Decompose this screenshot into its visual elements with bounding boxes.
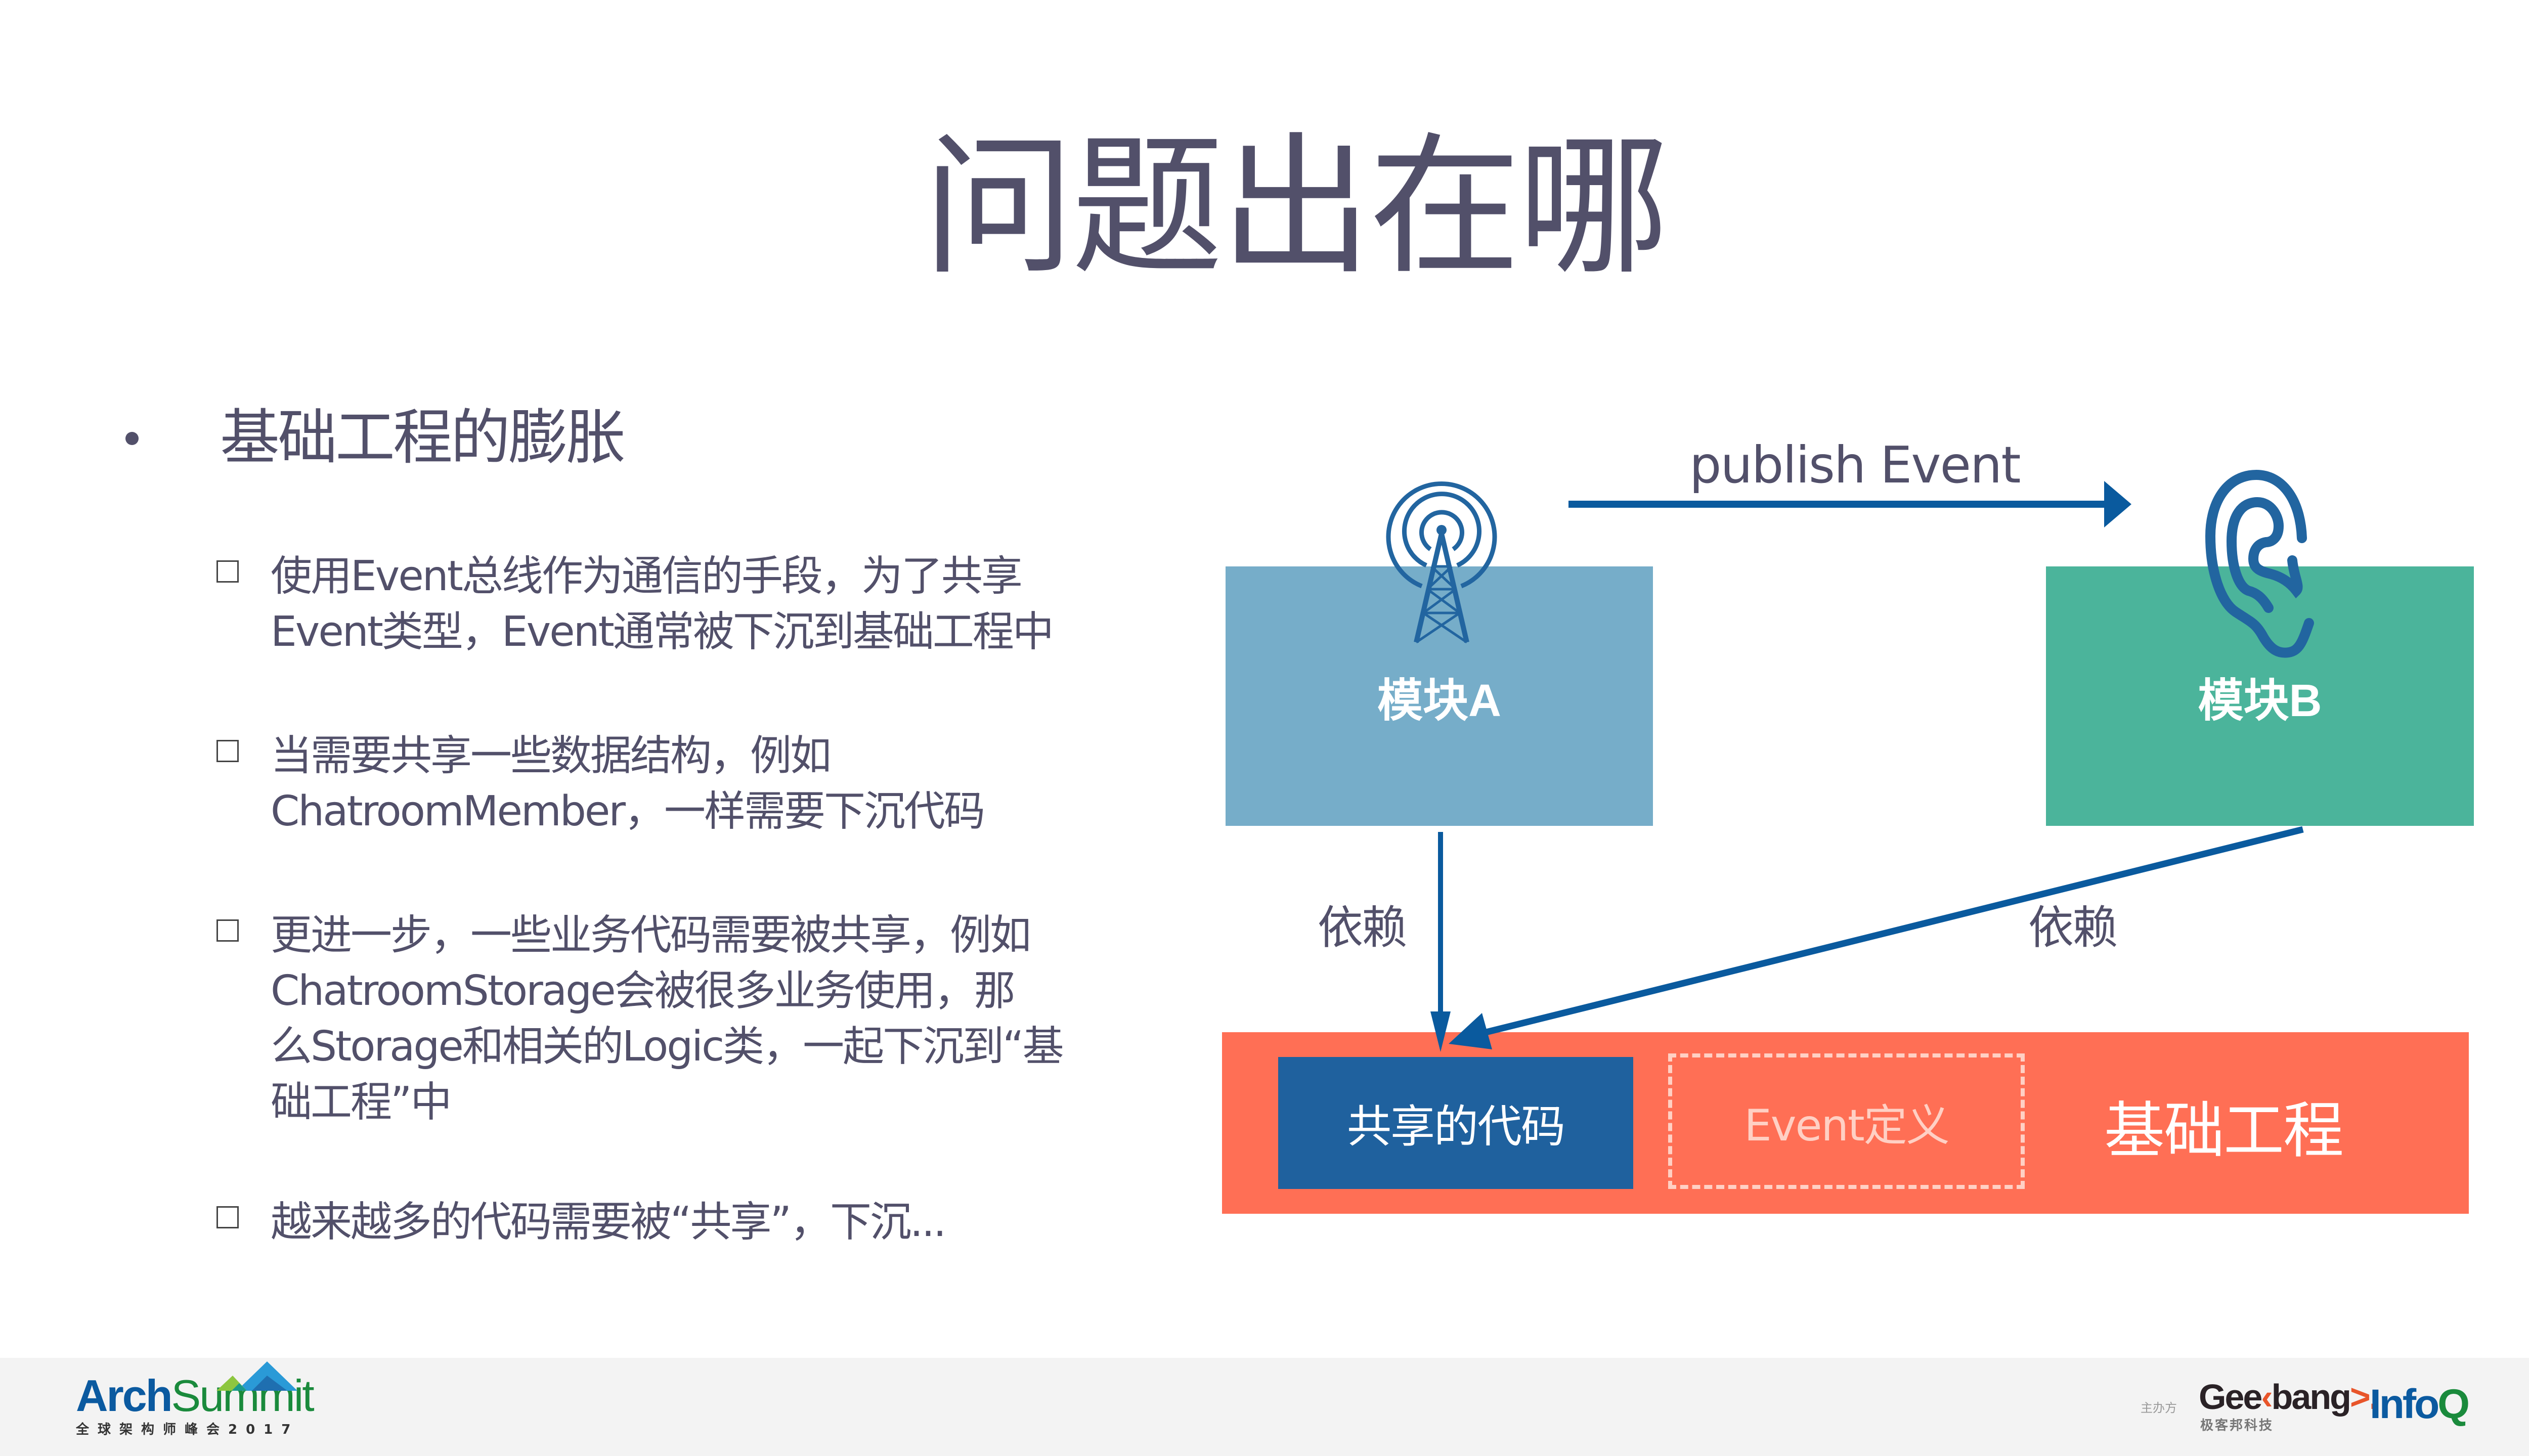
sub-bullet-text: 越来越多的代码需要被“共享”，下沉... [271,1195,1130,1250]
archsummit-logo: ArchSummit 全球架构师峰会2017 [76,1361,315,1438]
bullet-dot-icon [125,432,139,445]
dependency-arrow-a-icon [1430,832,1451,1052]
sub-bullet-text: 更进一步，一些业务代码需要被共享，例如 ChatroomStorage会被很多业… [271,908,1130,1130]
mountain-logo-icon [216,1361,297,1391]
module-b-box: 模块B [2046,566,2474,826]
geekbang-arrow-icon: >. [2349,1377,2379,1417]
sub-bullet-text: 使用Event总线作为通信的手段，为了共享 Event类型，Event通常被下沉… [271,549,1130,660]
geekbang-text-1: Gee [2199,1377,2262,1417]
base-project-label: 基础工程 [2104,1096,2344,1166]
archsummit-subtitle: 全球架构师峰会2017 [76,1422,299,1437]
footer-bar [0,1358,2529,1456]
antenna-tower-icon [1386,481,1497,644]
geekbang-wordmark: Gee‹bang>. [2199,1377,2379,1417]
dependency-label-left: 依赖 [1318,901,1407,954]
sub-bullet-line: ChatroomMember，一样需要下沉代码 [271,787,985,835]
dependency-arrow-b-icon [1449,826,2304,1049]
infoq-logo: InfoQ [2370,1381,2470,1428]
shared-code-label: 共享的代码 [1346,1100,1565,1153]
arch-text: Arch [76,1371,172,1421]
sub-bullet-text: 当需要共享一些数据结构，例如 ChatroomMember，一样需要下沉代码 [271,728,1130,840]
event-definition-box: Event定义 [1668,1053,2025,1189]
geekbang-text-2: bang [2271,1377,2351,1417]
geekbang-subtitle: 极客邦科技 [2200,1418,2274,1433]
publish-arrow-icon [1568,481,2131,527]
module-a-label: 模块A [1377,675,1501,726]
infoq-text: Info [2370,1381,2439,1427]
dependency-label-right: 依赖 [2028,901,2118,954]
checkbox-square-icon [216,740,239,762]
sub-bullet-line: 础工程”中 [271,1078,452,1126]
publish-event-label: publish Event [1689,435,2021,495]
sub-bullet-line: 更进一步，一些业务代码需要被共享，例如 [271,911,1031,959]
ear-icon [2205,469,2314,658]
module-b-label: 模块B [2198,675,2322,726]
archsummit-wordmark: ArchSummit [76,1371,315,1421]
infoq-q-text: Q [2437,1381,2470,1427]
checkbox-square-icon [216,560,239,583]
checkbox-square-icon [216,1206,239,1228]
sub-bullet-line: 越来越多的代码需要被“共享”，下沉... [271,1198,946,1246]
organizer-label: 主办方 [2141,1401,2177,1415]
slide-title: 问题出在哪 [923,119,1670,295]
geekbang-bracket-icon: ‹ [2261,1377,2273,1417]
sub-bullet-line: 当需要共享一些数据结构，例如 [271,732,832,780]
event-definition-label: Event定义 [1744,1100,1949,1151]
checkbox-square-icon [216,919,239,942]
sub-bullet-line: 使用Event总线作为通信的手段，为了共享 [271,552,1023,600]
sub-bullet-line: Event类型，Event通常被下沉到基础工程中 [271,608,1054,656]
shared-code-box: 共享的代码 [1278,1057,1633,1189]
sub-bullet-line: 么Storage和相关的Logic类，一起下沉到“基 [271,1023,1064,1071]
module-a-box: 模块A [1226,566,1653,826]
summit-text: Summit [171,1371,315,1421]
main-bullet-text: 基础工程的膨胀 [220,403,626,472]
sub-bullet-line: ChatroomStorage会被很多业务使用，那 [271,967,1016,1015]
